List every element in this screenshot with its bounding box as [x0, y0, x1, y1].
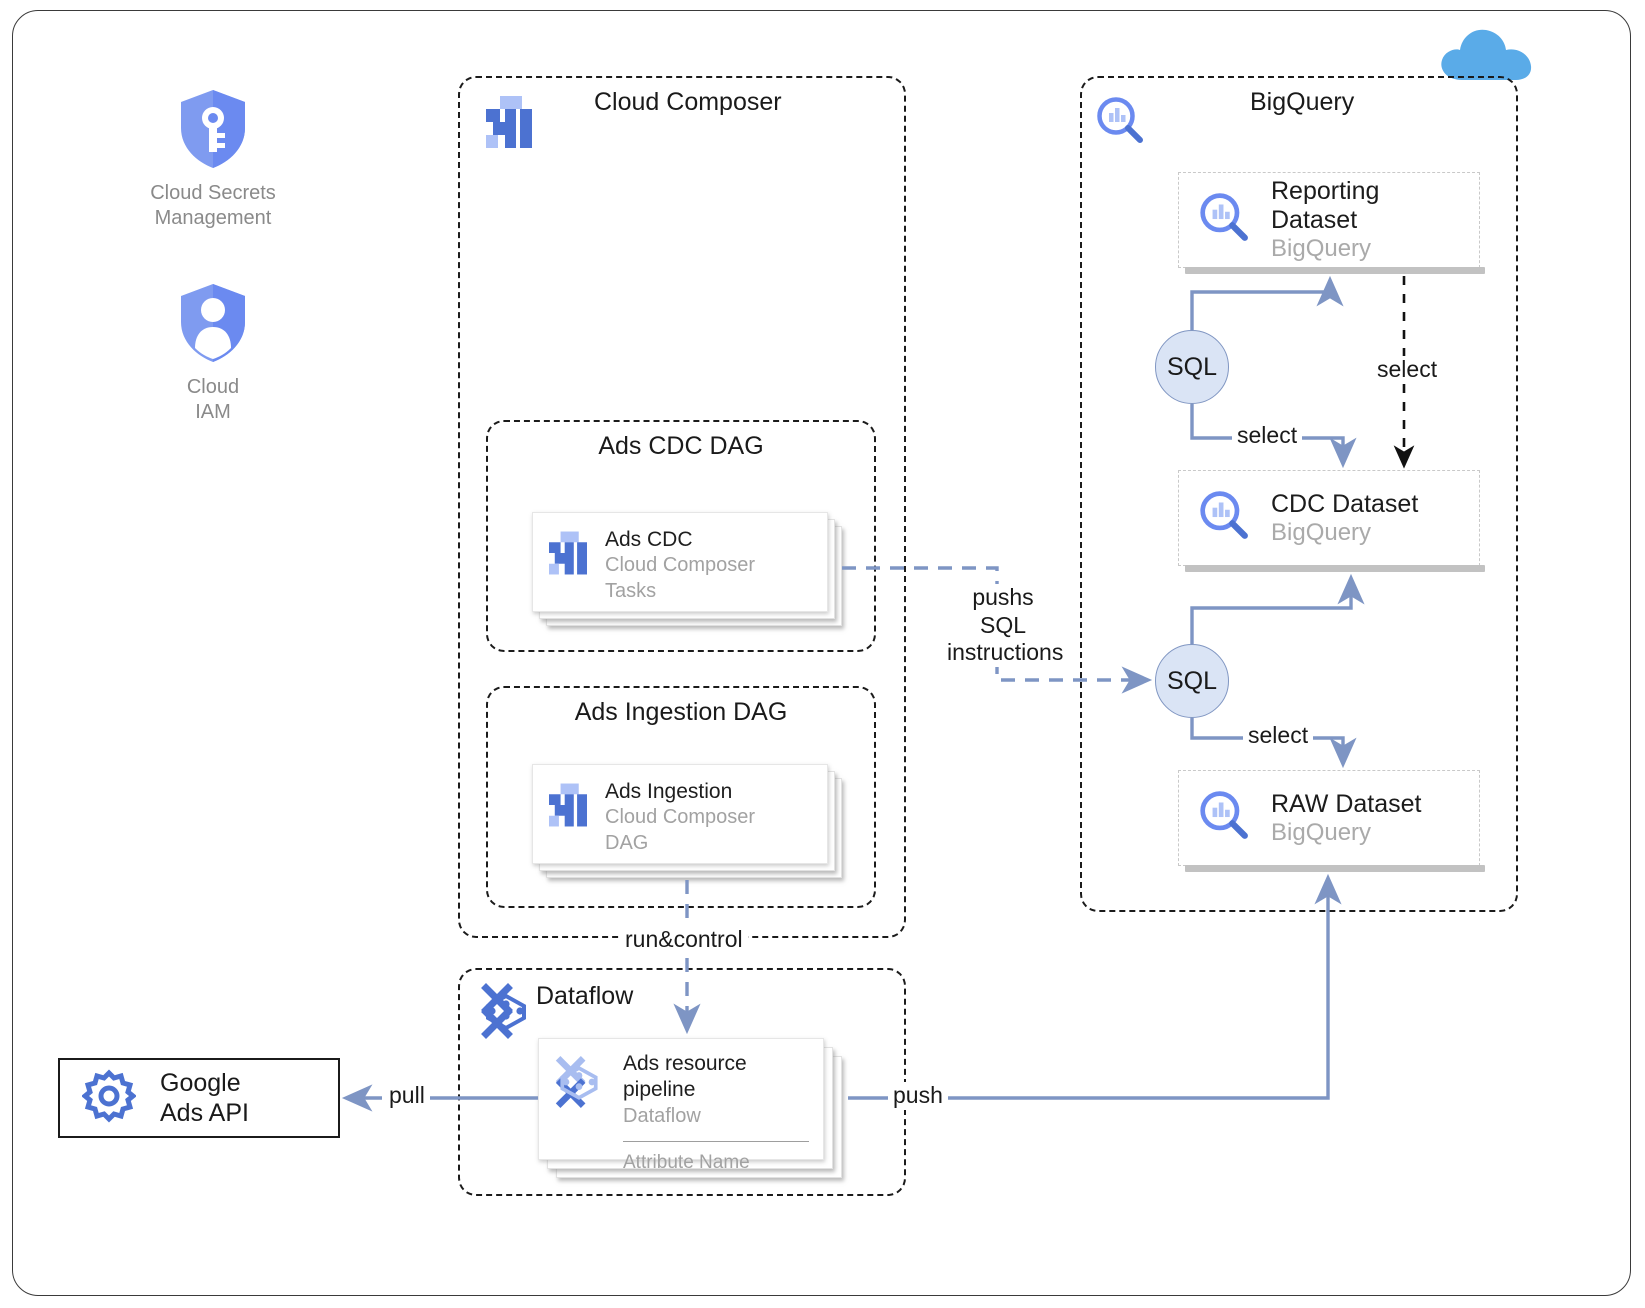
cloud-composer-icon: [549, 531, 587, 580]
shield-key-icon: [181, 90, 245, 168]
edge-label-push: push: [888, 1082, 948, 1110]
dataset-subtitle: BigQuery: [1271, 235, 1372, 263]
card-title: Ads CDC: [605, 528, 693, 551]
edge-label-run-and-control: run&control: [620, 926, 748, 954]
card-title: Ads resource pipeline: [623, 1052, 747, 1102]
card-subtitle: Cloud Composer DAG: [605, 806, 756, 854]
sql-node-bottom[interactable]: SQL: [1155, 644, 1229, 718]
card-subtitle: Cloud Composer Tasks: [605, 554, 756, 602]
card-ads-resource-pipeline[interactable]: Ads resource pipeline Dataflow Attribute…: [538, 1038, 824, 1173]
dataset-subtitle: BigQuery: [1271, 518, 1372, 546]
card-attribute: Attribute Name: [623, 1152, 750, 1174]
cloud-composer-icon: [486, 96, 532, 148]
box-label: Google Ads API: [160, 1069, 249, 1127]
card-title: Ads Ingestion: [605, 780, 733, 803]
dataset-cdc[interactable]: CDC Dataset BigQuery: [1178, 470, 1485, 572]
edge-label-select-top: select: [1232, 422, 1303, 450]
gear-icon: [80, 1068, 138, 1128]
service-cloud-iam: Cloud IAM: [138, 282, 288, 425]
group-title-cloud-composer: Cloud Composer: [594, 88, 782, 116]
box-google-ads-api[interactable]: Google Ads API: [58, 1058, 340, 1138]
edge-label-pushs-sql-instructions: pushs SQL instructions: [942, 584, 1064, 667]
edge-label-pull: pull: [384, 1082, 430, 1110]
bigquery-icon: [1097, 97, 1143, 143]
dataset-title: CDC Dataset: [1271, 489, 1419, 518]
dataset-subtitle: BigQuery: [1271, 818, 1372, 846]
sql-node-top[interactable]: SQL: [1155, 330, 1229, 404]
cloud-icon: [1441, 29, 1532, 80]
diagram-outer-frame: [12, 10, 1631, 1296]
edge-label-select-reporting-cdc: select: [1372, 356, 1443, 384]
group-ads-cdc-dag[interactable]: [486, 420, 876, 652]
card-ads-cdc[interactable]: Ads CDC Cloud Composer Tasks: [532, 512, 828, 612]
group-ads-ingestion-dag[interactable]: [486, 686, 876, 908]
bigquery-icon: [1199, 192, 1249, 249]
service-label: Cloud IAM: [186, 376, 240, 423]
card-stack-ads-ingestion[interactable]: Ads Ingestion Cloud Composer DAG: [532, 764, 842, 878]
group-title-bigquery: BigQuery: [1250, 88, 1355, 116]
shield-person-icon: [181, 284, 245, 362]
service-cloud-secrets: Cloud Secrets Management: [138, 88, 288, 231]
dataset-title: RAW Dataset: [1271, 789, 1422, 818]
dataset-reporting[interactable]: Reporting Dataset BigQuery: [1178, 172, 1485, 274]
card-divider: [623, 1141, 809, 1143]
bigquery-icon: [1199, 790, 1249, 847]
dataflow-icon: [553, 1055, 605, 1114]
dataset-title: Reporting Dataset: [1271, 177, 1380, 235]
dataflow-icon: [481, 983, 526, 1039]
card-stack-ads-pipeline[interactable]: Ads resource pipeline Dataflow Attribute…: [538, 1038, 848, 1178]
cloud-composer-icon: [549, 783, 587, 832]
card-subtitle: Dataflow: [623, 1104, 701, 1127]
group-title-ads-cdc-dag: Ads CDC DAG: [598, 432, 764, 460]
service-label: Cloud Secrets Management: [150, 182, 276, 229]
card-stack-ads-cdc[interactable]: Ads CDC Cloud Composer Tasks: [532, 512, 842, 626]
dataset-raw[interactable]: RAW Dataset BigQuery: [1178, 770, 1485, 872]
edge-label-select-bottom: select: [1243, 722, 1314, 750]
card-ads-ingestion[interactable]: Ads Ingestion Cloud Composer DAG: [532, 764, 828, 864]
group-title-dataflow: Dataflow: [536, 982, 634, 1010]
bigquery-icon: [1199, 490, 1249, 547]
group-title-ads-ingestion-dag: Ads Ingestion DAG: [574, 698, 788, 726]
